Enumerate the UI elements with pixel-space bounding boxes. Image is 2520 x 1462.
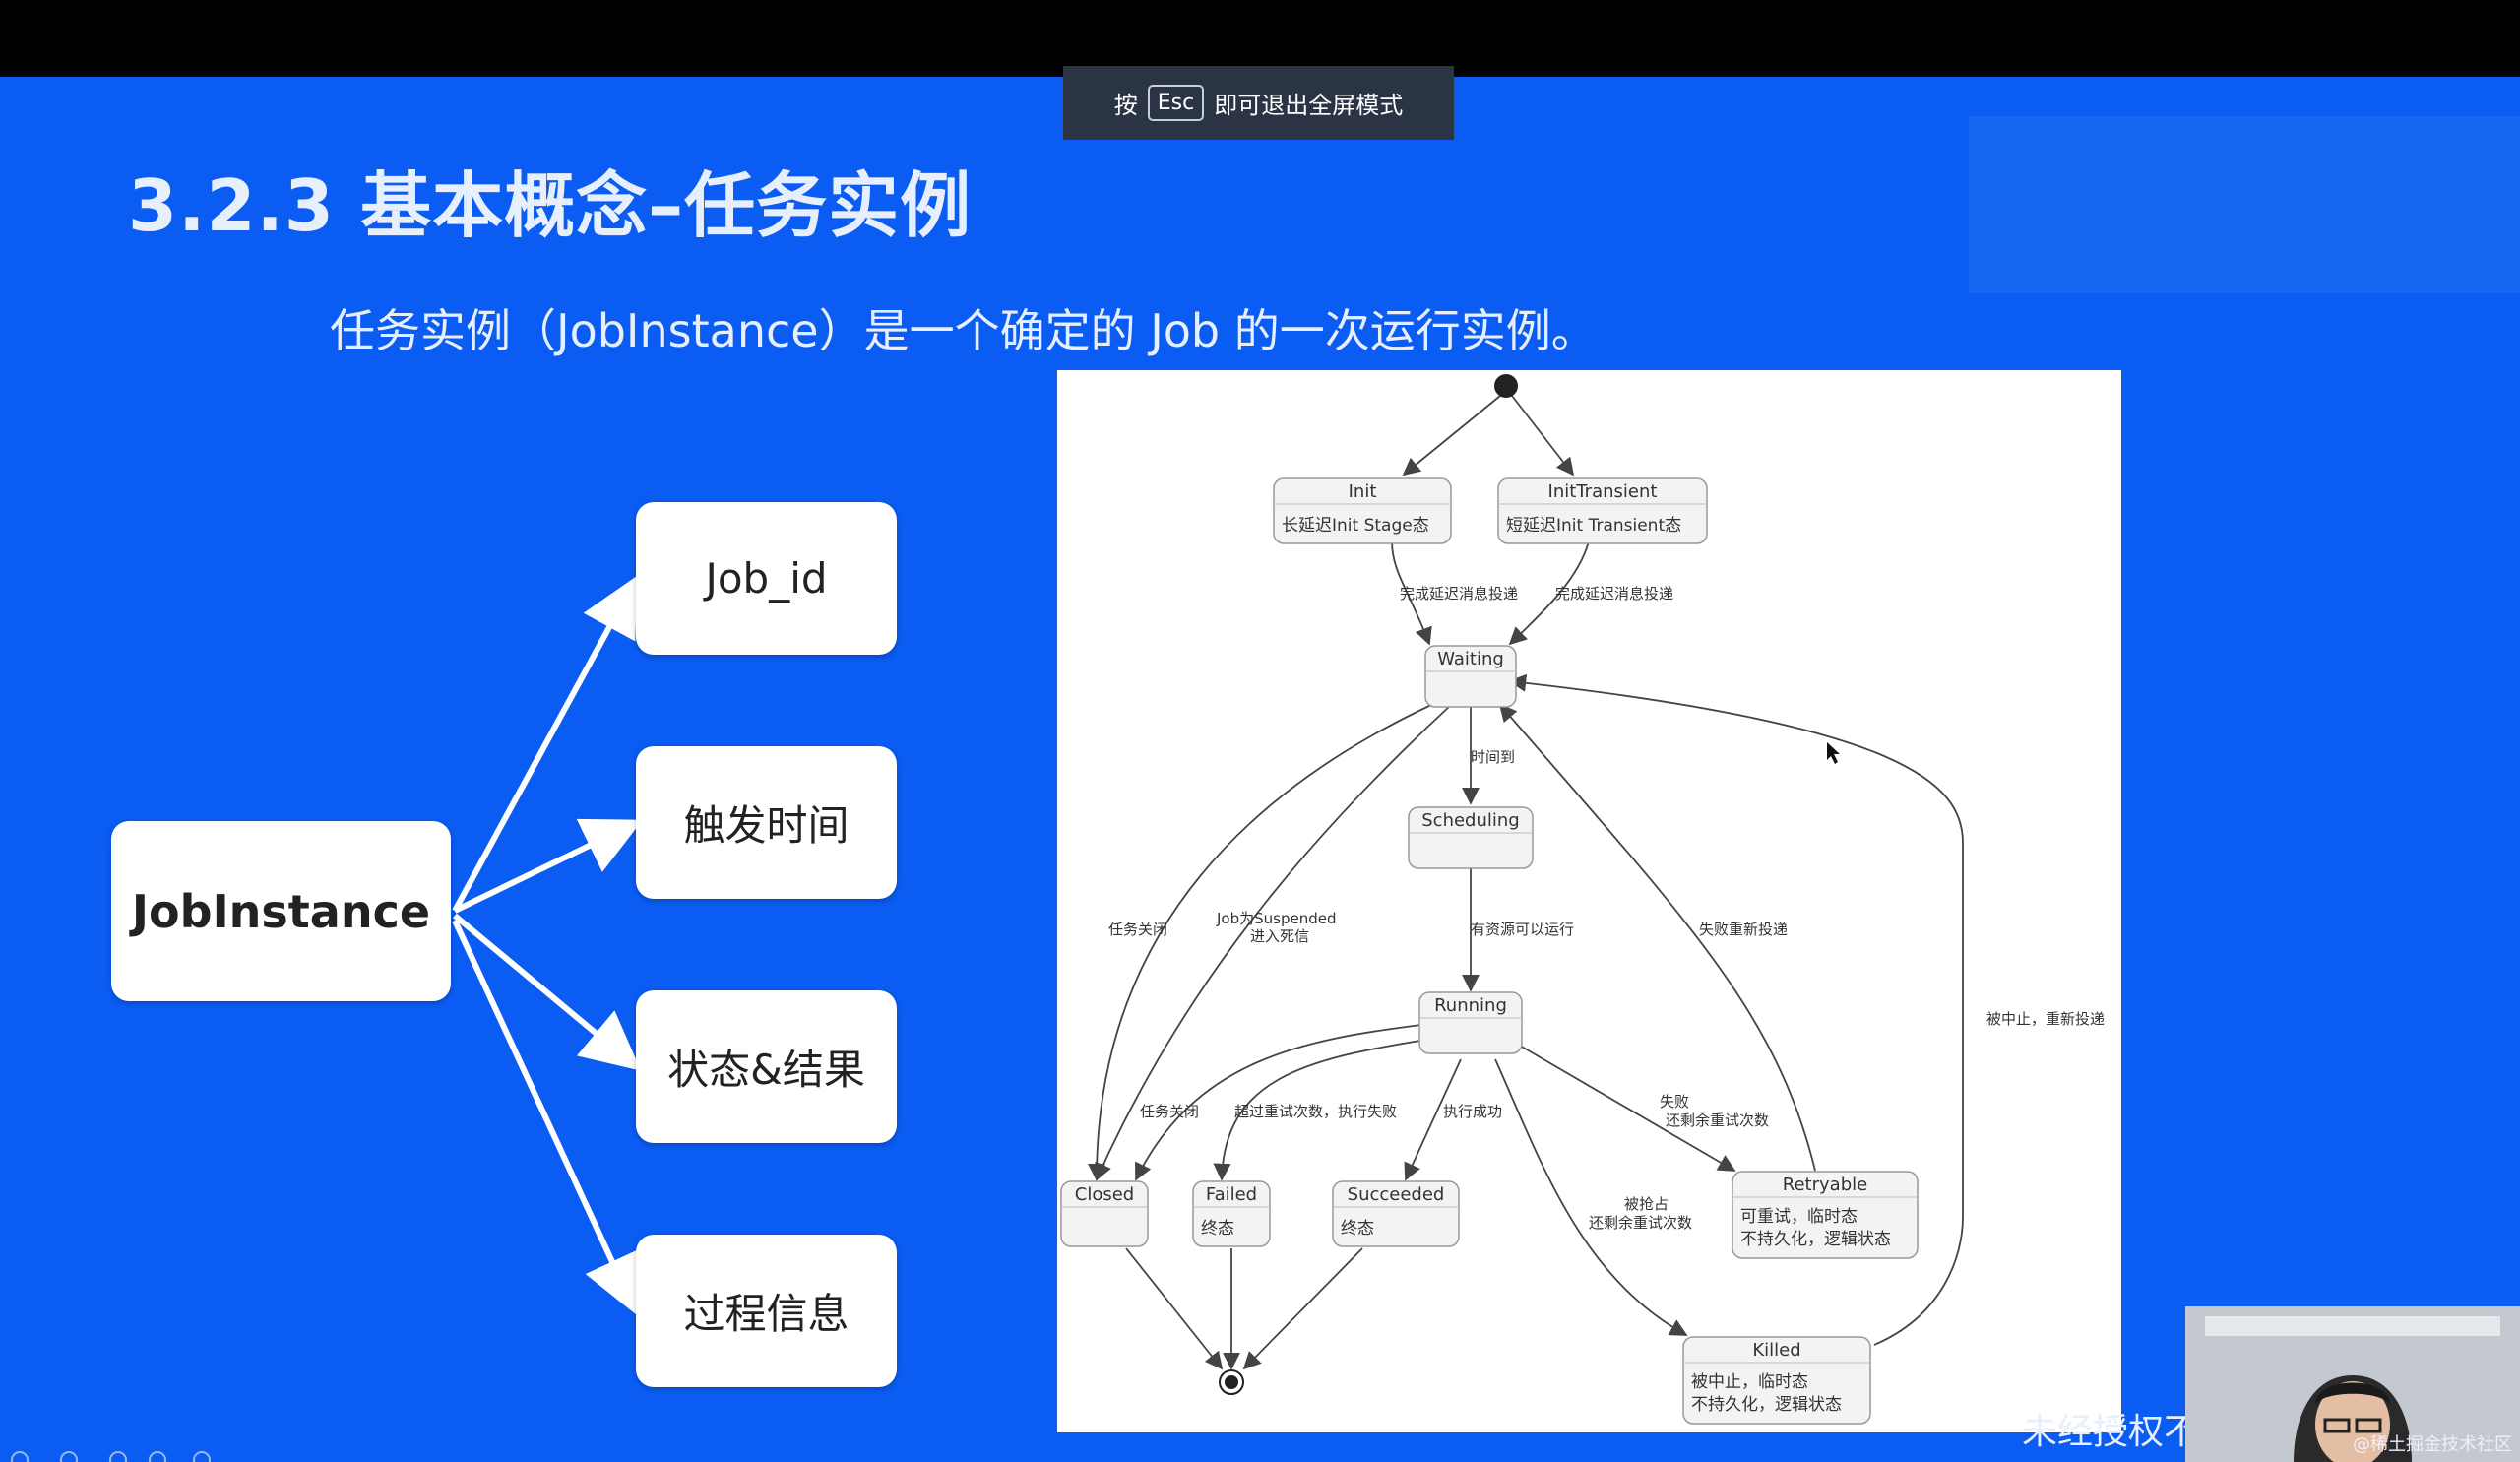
mindmap-node-trigger-time: 触发时间 (636, 746, 897, 899)
slide-subtitle: 任务实例（JobInstance）是一个确定的 Job 的一次运行实例。 (330, 304, 1597, 357)
state-succeeded-name: Succeeded (1348, 1184, 1445, 1205)
connector-status (453, 913, 642, 1071)
state-waiting-name: Waiting (1437, 649, 1504, 669)
state-retryable-desc-2: 不持久化，逻辑状态 (1740, 1230, 1891, 1249)
state-succeeded-desc: 终态 (1341, 1219, 1374, 1239)
mindmap-node-process-info: 过程信息 (636, 1235, 897, 1387)
watermark: @稀土掘金技术社区 (2353, 1434, 2512, 1455)
label-scheduling-to-running: 有资源可以运行 (1471, 921, 1574, 938)
state-failed: Failed 终态 (1192, 1180, 1271, 1247)
start-node (1494, 374, 1518, 398)
slide-title: 3.2.3 基本概念–任务实例 (128, 164, 973, 247)
state-killed-name: Killed (1752, 1340, 1800, 1361)
slide-progress-dots (11, 1451, 211, 1462)
label-init-to-waiting: 完成延迟消息投递 (1400, 585, 1518, 603)
label-running-to-retryable-2: 还剩余重试次数 (1666, 1112, 1769, 1129)
state-killed-desc-1: 被中止，临时态 (1691, 1372, 1808, 1392)
exit-fullscreen-bar[interactable]: 按 Esc 即可退出全屏模式 (1063, 66, 1454, 140)
state-failed-name: Failed (1206, 1184, 1257, 1205)
state-waiting: Waiting (1424, 645, 1517, 708)
label-waiting-to-closed: 任务关闭 (1108, 921, 1167, 938)
caption-text: 未经授权不 (2022, 1412, 2200, 1452)
state-retryable-name: Retryable (1783, 1175, 1867, 1195)
state-failed-desc: 终态 (1201, 1219, 1234, 1239)
mindmap-node-job-id: Job_id (636, 502, 897, 655)
esc-prefix: 按 (1113, 92, 1138, 119)
state-retryable-desc-1: 可重试，临时态 (1740, 1207, 1858, 1227)
slide-glow (1969, 116, 2520, 293)
state-running-name: Running (1434, 995, 1507, 1016)
mouse-cursor-icon (1827, 742, 1840, 764)
label-transient-to-waiting: 完成延迟消息投递 (1555, 585, 1673, 603)
state-diagram: .st { fill:#f3f3f3; stroke:#999; stroke-… (1057, 370, 2121, 1432)
state-killed-desc-2: 不持久化，逻辑状态 (1691, 1395, 1842, 1415)
state-killed: Killed 被中止，临时态 不持久化，逻辑状态 (1682, 1336, 1871, 1425)
end-node (1225, 1375, 1238, 1389)
label-running-to-failed: 超过重试次数，执行失败 (1234, 1103, 1397, 1120)
mindmap-root: JobInstance (111, 821, 451, 1001)
state-init-name: Init (1349, 481, 1377, 502)
esc-key: Esc (1147, 85, 1205, 121)
label-waiting-to-scheduling: 时间到 (1471, 748, 1515, 766)
label-running-to-retryable-1: 失败 (1660, 1093, 1689, 1111)
connector-trigger-time (453, 818, 643, 914)
mindmap-node-status: 状态&结果 (636, 990, 897, 1143)
state-running: Running (1418, 991, 1523, 1054)
label-running-to-closed: 任务关闭 (1140, 1103, 1199, 1120)
state-init-transient: InitTransient 短延迟Init Transient态 (1497, 477, 1708, 544)
state-closed-name: Closed (1075, 1184, 1134, 1205)
state-retryable: Retryable 可重试，临时态 不持久化，逻辑状态 (1732, 1171, 1919, 1259)
state-init-transient-name: InitTransient (1548, 481, 1658, 502)
label-suspended-1: Job为Suspended (1216, 910, 1337, 927)
label-suspended-2: 进入死信 (1250, 927, 1309, 945)
state-init-desc: 长延迟Init Stage态 (1282, 516, 1429, 536)
state-scheduling-name: Scheduling (1421, 810, 1519, 831)
state-scheduling: Scheduling (1408, 806, 1534, 869)
state-closed: Closed (1060, 1180, 1149, 1247)
connector-process-info (452, 919, 640, 1315)
esc-suffix: 即可退出全屏模式 (1214, 92, 1404, 119)
label-running-to-succeeded: 执行成功 (1443, 1103, 1502, 1120)
webcam-overlay (2185, 1306, 2520, 1462)
state-succeeded: Succeeded 终态 (1332, 1180, 1460, 1247)
label-killed-repost: 被中止，重新投递 (1986, 1010, 2105, 1028)
connector-job-id (452, 575, 638, 913)
label-retry-repost: 失败重新投递 (1699, 921, 1788, 938)
label-running-to-killed-1: 被抢占 (1624, 1195, 1669, 1213)
state-init-transient-desc: 短延迟Init Transient态 (1506, 516, 1681, 536)
label-running-to-killed-2: 还剩余重试次数 (1589, 1214, 1692, 1232)
state-init: Init 长延迟Init Stage态 (1273, 477, 1452, 544)
